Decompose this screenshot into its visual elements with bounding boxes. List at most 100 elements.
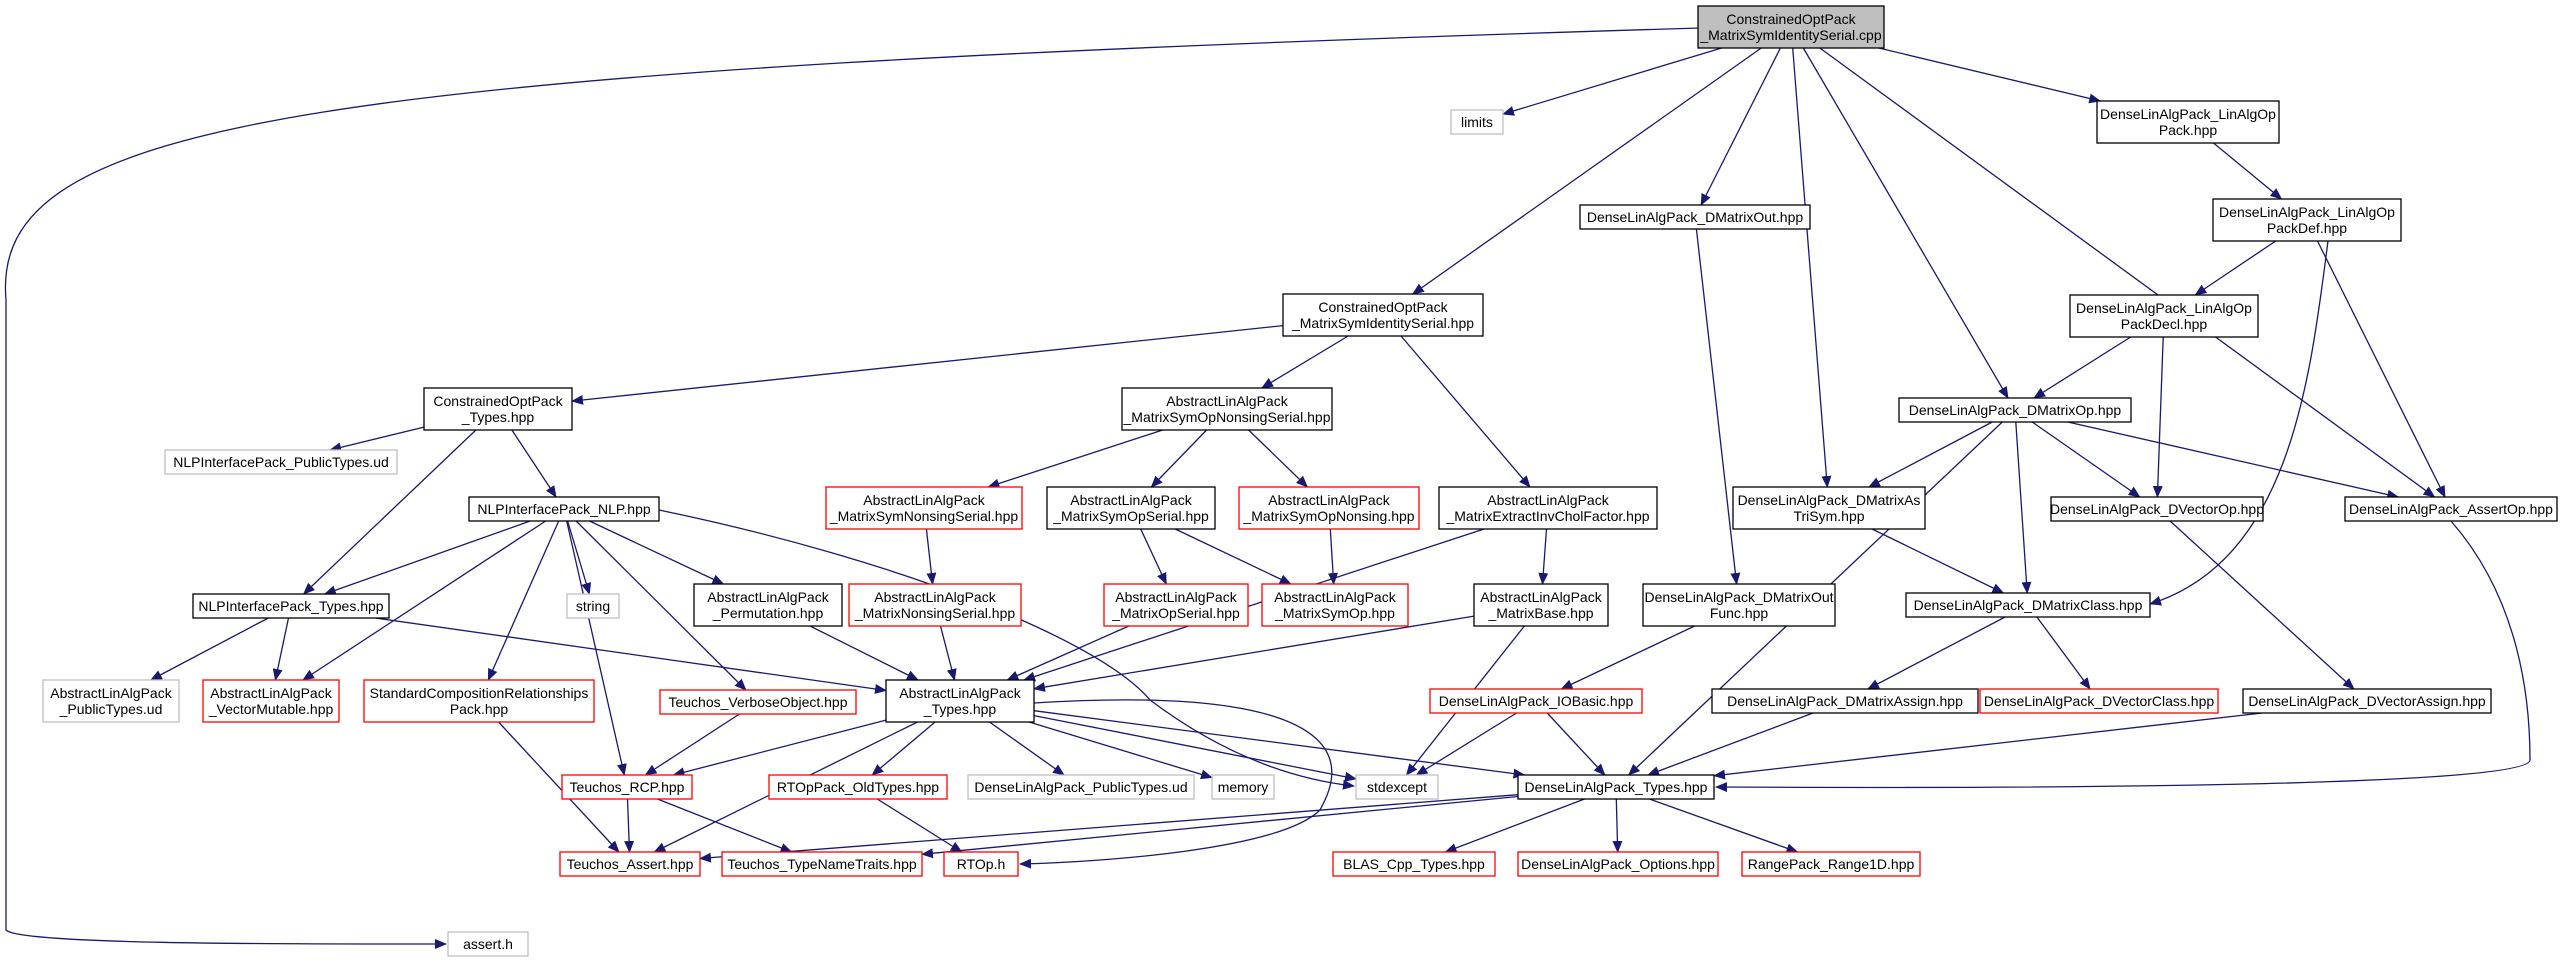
edge-alp_types-to-stdexcept [1033, 714, 1357, 782]
node-box [1898, 397, 2132, 423]
edge-dense_dmatrixop-to-dense_assertop [2067, 421, 2400, 500]
node-dense_dmatrixassign[interactable]: DenseLinAlgPack_DMatrixAssign.hpp [1711, 688, 1979, 714]
node-box [2212, 198, 2402, 242]
node-label-line: AbstractLinAlgPack [1070, 492, 1192, 508]
node-alp_matrixbase[interactable]: AbstractLinAlgPack_MatrixBase.hpp [1473, 583, 1609, 627]
edge-cop_types-to-nlp_publictypes_ud [329, 426, 425, 453]
node-dense_dmatrixclass[interactable]: DenseLinAlgPack_DMatrixClass.hpp [1905, 592, 2151, 618]
node-blas_cpp_types[interactable]: BLAS_Cpp_Types.hpp [1332, 851, 1496, 877]
node-box [2344, 496, 2558, 522]
edge-alp_symopserial-to-alp_opserial [1140, 528, 1167, 585]
node-teuchos_typenametraits[interactable]: Teuchos_TypeNameTraits.hpp [721, 851, 923, 877]
node-label-line: AbstractLinAlgPack [1480, 589, 1602, 605]
node-dense_options[interactable]: DenseLinAlgPack_Options.hpp [1517, 851, 1719, 877]
edge-nlp_nlp-to-teuchos_verbose [575, 520, 747, 691]
node-dense_publictypes_ud[interactable]: DenseLinAlgPack_PublicTypes.ud [967, 774, 1195, 800]
node-label-line: _Types.hpp [461, 409, 535, 425]
edge-alp_types-to-teuchos_rcp [672, 719, 887, 778]
node-teuchos_verbose[interactable]: Teuchos_VerboseObject.hpp [659, 689, 857, 715]
node-teuchos_assert[interactable]: Teuchos_Assert.hpp [559, 851, 701, 877]
node-dense_iobasic[interactable]: DenseLinAlgPack_IOBasic.hpp [1429, 688, 1643, 714]
edge-root-to-dense_linalgop_pack [1878, 47, 2102, 104]
node-box [164, 449, 398, 475]
node-nlp_publictypes_ud[interactable]: NLPInterfacePack_PublicTypes.ud [164, 449, 398, 475]
node-label-line: ConstrainedOptPack [1318, 299, 1448, 315]
node-alp_permutation[interactable]: AbstractLinAlgPack_Permutation.hpp [693, 583, 843, 627]
node-cop_matrixsymidentity_hpp[interactable]: ConstrainedOptPack_MatrixSymIdentitySeri… [1282, 293, 1484, 337]
node-alp_symop[interactable]: AbstractLinAlgPack_MatrixSymOp.hpp [1261, 583, 1409, 627]
node-label-line: _MatrixSymNonsingSerial.hpp [829, 508, 1019, 524]
node-limits[interactable]: limits [1450, 109, 1504, 135]
node-alp_symopnonsingserial[interactable]: AbstractLinAlgPack_MatrixSymOpNonsingSer… [1121, 387, 1333, 431]
node-box [363, 679, 595, 723]
node-alp_extractinvchol[interactable]: AbstractLinAlgPack_MatrixExtractInvCholF… [1438, 486, 1658, 530]
edge-nlp_nlp-to-nlp_types [323, 520, 531, 596]
node-label-line: _MatrixSymOpNonsingSerial.hpp [1123, 409, 1331, 425]
node-box [1473, 583, 1609, 627]
node-alp_symopserial[interactable]: AbstractLinAlgPack_MatrixSymOpSerial.hpp [1046, 486, 1216, 530]
node-dense_dvectorop[interactable]: DenseLinAlgPack_DVectorOp.hpp [2050, 496, 2264, 522]
edge-dense_types-to-blas_cpp_types [1444, 798, 1585, 853]
node-label-line: _MatrixSymOpSerial.hpp [1052, 508, 1209, 524]
edge-nlp_nlp-to-alp_permutation [589, 520, 725, 585]
edge-root-to-dense_assertop [1819, 47, 2436, 498]
edge-root-to-limits [1502, 47, 1722, 116]
node-label-line: DenseLinAlgPack_Options.hpp [1521, 856, 1715, 872]
node-box [1261, 583, 1409, 627]
edge-dense_dmatrixout-to-dense_dmatrixoutfunc [1695, 228, 1741, 585]
node-dense_dvectorassign[interactable]: DenseLinAlgPack_DVectorAssign.hpp [2242, 688, 2492, 714]
node-label-line: _PublicTypes.ud [59, 701, 163, 717]
node-label-line: DenseLinAlgPack_AssertOp.hpp [2349, 501, 2553, 517]
edge-nlp_types-to-alp_publictypes_ud [149, 617, 269, 681]
node-rangepack_range1d[interactable]: RangePack_Range1D.hpp [1741, 851, 1921, 877]
edge-dense_linalgop_pack-to-dense_linalgop_packdef [2213, 142, 2283, 200]
edge-dense_iobasic-to-stdexcept [1415, 712, 1517, 776]
node-dense_dmatrixop[interactable]: DenseLinAlgPack_DMatrixOp.hpp [1898, 397, 2132, 423]
node-box [1282, 293, 1484, 337]
node-stdexcept[interactable]: stdexcept [1355, 774, 1439, 800]
edge-alp_symopnonsingserial-to-alp_symnonsingserial [987, 429, 1163, 489]
node-alp_publictypes_ud[interactable]: AbstractLinAlgPack_PublicTypes.ud [42, 679, 180, 723]
node-alp_types[interactable]: AbstractLinAlgPack_Types.hpp [885, 679, 1035, 723]
node-alp_nonsingserial[interactable]: AbstractLinAlgPack_MatrixNonsingSerial.h… [848, 583, 1022, 627]
node-rtop_h[interactable]: RTOp.h [943, 851, 1019, 877]
node-dense_dmatrixout[interactable]: DenseLinAlgPack_DMatrixOut.hpp [1579, 204, 1811, 230]
node-root[interactable]: ConstrainedOptPack_MatrixSymIdentitySeri… [1697, 5, 1885, 49]
node-alp_opserial[interactable]: AbstractLinAlgPack_MatrixOpSerial.hpp [1103, 583, 1249, 627]
edge-nlp_nlp-to-teuchos_rcp [566, 520, 627, 776]
node-dense_types[interactable]: DenseLinAlgPack_Types.hpp [1517, 774, 1715, 800]
edge-alp_matrixbase-to-alp_types [1033, 615, 1475, 692]
node-nlp_nlp[interactable]: NLPInterfacePack_NLP.hpp [468, 496, 660, 522]
node-alp_symnonsingserial[interactable]: AbstractLinAlgPack_MatrixSymNonsingSeria… [825, 486, 1023, 530]
edge-nlp_nlp-to-string [566, 520, 592, 595]
node-dense_assertop[interactable]: DenseLinAlgPack_AssertOp.hpp [2344, 496, 2558, 522]
node-cop_types[interactable]: ConstrainedOptPack_Types.hpp [423, 387, 573, 431]
node-dense_dvectorclass[interactable]: DenseLinAlgPack_DVectorClass.hpp [1979, 688, 2219, 714]
node-assert_h[interactable]: assert.h [447, 931, 529, 957]
edge-alp_symnonsingserial-to-alp_nonsingserial [925, 528, 937, 585]
node-string[interactable]: string [566, 593, 620, 619]
node-teuchos_rcp[interactable]: Teuchos_RCP.hpp [561, 774, 693, 800]
node-memory[interactable]: memory [1211, 774, 1275, 800]
node-box [2242, 688, 2492, 714]
edge-dense_dmatrixassign-to-dense_types [1647, 712, 1814, 776]
node-label-line: DenseLinAlgPack_IOBasic.hpp [1439, 693, 1634, 709]
node-rtop_oldtypes[interactable]: RTOpPack_OldTypes.hpp [768, 774, 948, 800]
node-alp_symopnonsing[interactable]: AbstractLinAlgPack_MatrixSymOpNonsing.hp… [1238, 486, 1420, 530]
node-box [693, 583, 843, 627]
node-box [825, 486, 1023, 530]
node-label-line: _MatrixOpSerial.hpp [1111, 605, 1240, 621]
edge-dense_dmatrixop-to-dense_dmatrixclass [2015, 421, 2032, 594]
edge-nlp_nlp-to-stdexcept [658, 509, 1355, 790]
node-nlp_types[interactable]: NLPInterfacePack_Types.hpp [192, 593, 390, 619]
node-alp_vectormutable[interactable]: AbstractLinAlgPack_VectorMutable.hpp [202, 679, 340, 723]
node-box [967, 774, 1195, 800]
edge-alp_nonsingserial-to-alp_types [939, 625, 957, 681]
node-box [1741, 851, 1921, 877]
